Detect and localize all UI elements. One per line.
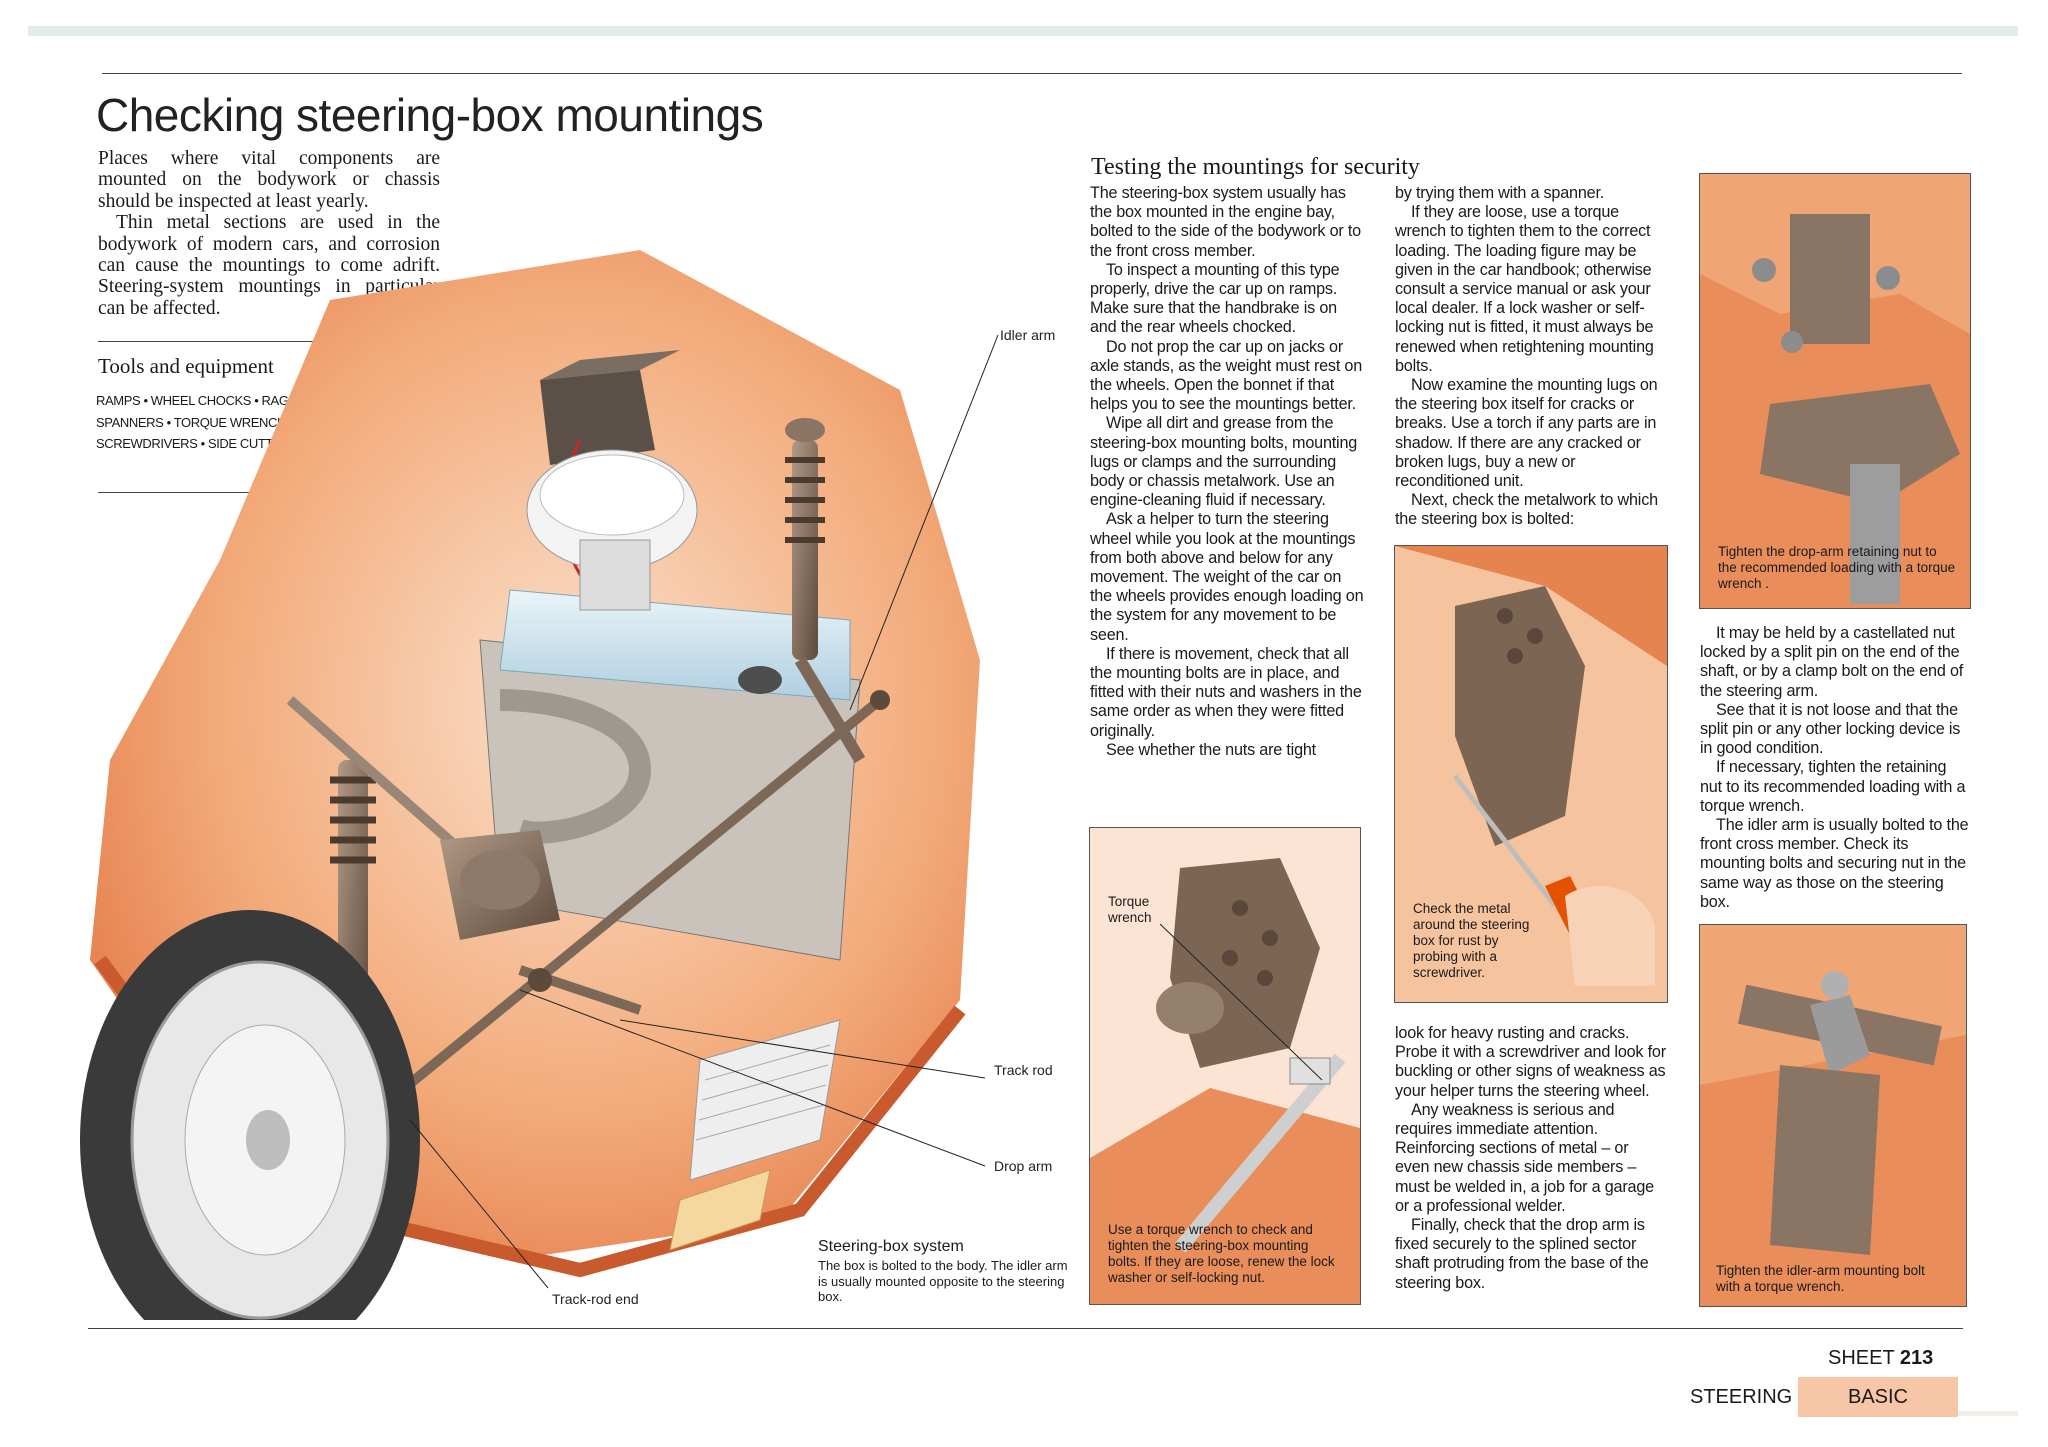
sheet-value: 213 xyxy=(1899,1347,1934,1369)
figure-idler-arm: Tighten the idler-arm mounting bolt with… xyxy=(1699,924,1967,1307)
paragraph: If they are loose, use a torque wrench t… xyxy=(1395,203,1654,375)
torque-wrench-caption: Use a torque wrench to check and tighten… xyxy=(1108,1222,1335,1285)
figure-drop-arm: Tighten the drop-arm retaining nut to th… xyxy=(1699,173,1971,609)
footer-band xyxy=(1958,1411,2018,1416)
top-rule xyxy=(102,73,1962,74)
steering-system-illustration xyxy=(80,250,999,1320)
paragraph: Next, check the metalwork to which the s… xyxy=(1395,491,1658,529)
paragraph: look for heavy rusting and cracks. Probe… xyxy=(1395,1024,1666,1100)
idler-arm-caption: Tighten the idler-arm mounting bolt with… xyxy=(1716,1263,1925,1294)
figure-torque-wrench: Torque wrench Use a torque wrench to che… xyxy=(1089,827,1361,1305)
level-badge: BASIC xyxy=(1798,1377,1958,1417)
paragraph: To inspect a mounting of this type prope… xyxy=(1090,260,1340,337)
illustration-caption-body: The box is bolted to the body. The idler… xyxy=(818,1258,1068,1304)
torque-wrench-label: Torque wrench xyxy=(1108,894,1152,925)
paragraph: If necessary, tighten the retaining nut … xyxy=(1700,758,1966,815)
label-idler-arm: Idler arm xyxy=(1000,327,1056,343)
paragraph: Ask a helper to turn the steering wheel … xyxy=(1090,510,1364,644)
top-color-band xyxy=(28,26,2018,36)
page-title: Checking steering-box mountings xyxy=(96,89,764,141)
section-title: Testing the mountings for security xyxy=(1091,154,1420,180)
label-track-rod-end: Track-rod end xyxy=(552,1291,639,1307)
text-column-2b: look for heavy rusting and cracks. Probe… xyxy=(1395,1024,1667,1293)
paragraph: The steering-box system usually has the … xyxy=(1090,184,1361,260)
drop-arm-caption: Tighten the drop-arm retaining nut to th… xyxy=(1718,544,1956,591)
label-track-rod: Track rod xyxy=(994,1062,1053,1078)
figure-screwdriver-probe: Check the metal around the steering box … xyxy=(1394,545,1668,1003)
category-label: STEERING xyxy=(1690,1386,1793,1408)
torque-wrench-drawing xyxy=(1090,828,1360,1304)
idler-arm-drawing xyxy=(1700,925,1966,1306)
paragraph: Any weakness is serious and requires imm… xyxy=(1395,1100,1654,1215)
paragraph: Do not prop the car up on jacks or axle … xyxy=(1090,337,1363,414)
label-drop-arm: Drop arm xyxy=(994,1158,1053,1174)
text-column-3: It may be held by a castellated nut lock… xyxy=(1700,624,1972,912)
illustration-caption-title: Steering-box system xyxy=(818,1238,964,1255)
paragraph: The idler arm is usually bolted to the f… xyxy=(1700,816,1969,911)
sheet-label: SHEET xyxy=(1828,1347,1895,1369)
paragraph: If there is movement, check that all the… xyxy=(1090,644,1362,740)
sheet-number: SHEET 213 xyxy=(1828,1347,1933,1370)
text-column-1: The steering-box system usually has the … xyxy=(1090,184,1364,760)
paragraph: See whether the nuts are tight xyxy=(1106,740,1316,759)
probe-caption: Check the metal around the steering box … xyxy=(1413,901,1530,980)
intro-paragraph: Thin metal sections are used in the body… xyxy=(98,212,440,319)
intro-text: Places where vital components are mounte… xyxy=(98,148,440,319)
paragraph: Now examine the mounting lugs on the ste… xyxy=(1395,376,1658,491)
drop-arm-drawing xyxy=(1700,174,1970,608)
screwdriver-probe-drawing xyxy=(1395,546,1667,1002)
paragraph: by trying them with a spanner. xyxy=(1395,184,1605,202)
text-column-2: by trying them with a spanner. If they a… xyxy=(1395,184,1667,530)
tools-rule-top xyxy=(98,341,440,342)
tools-heading: Tools and equipment xyxy=(98,354,274,378)
paragraph: Wipe all dirt and grease from the steeri… xyxy=(1090,414,1358,510)
intro-paragraph: Places where vital components are mounte… xyxy=(98,148,440,212)
paragraph: Finally, check that the drop arm is fixe… xyxy=(1395,1216,1649,1292)
bottom-rule xyxy=(88,1328,1963,1329)
paragraph: See that it is not loose and that the sp… xyxy=(1700,700,1961,758)
paragraph: It may be held by a castellated nut lock… xyxy=(1700,624,1964,700)
